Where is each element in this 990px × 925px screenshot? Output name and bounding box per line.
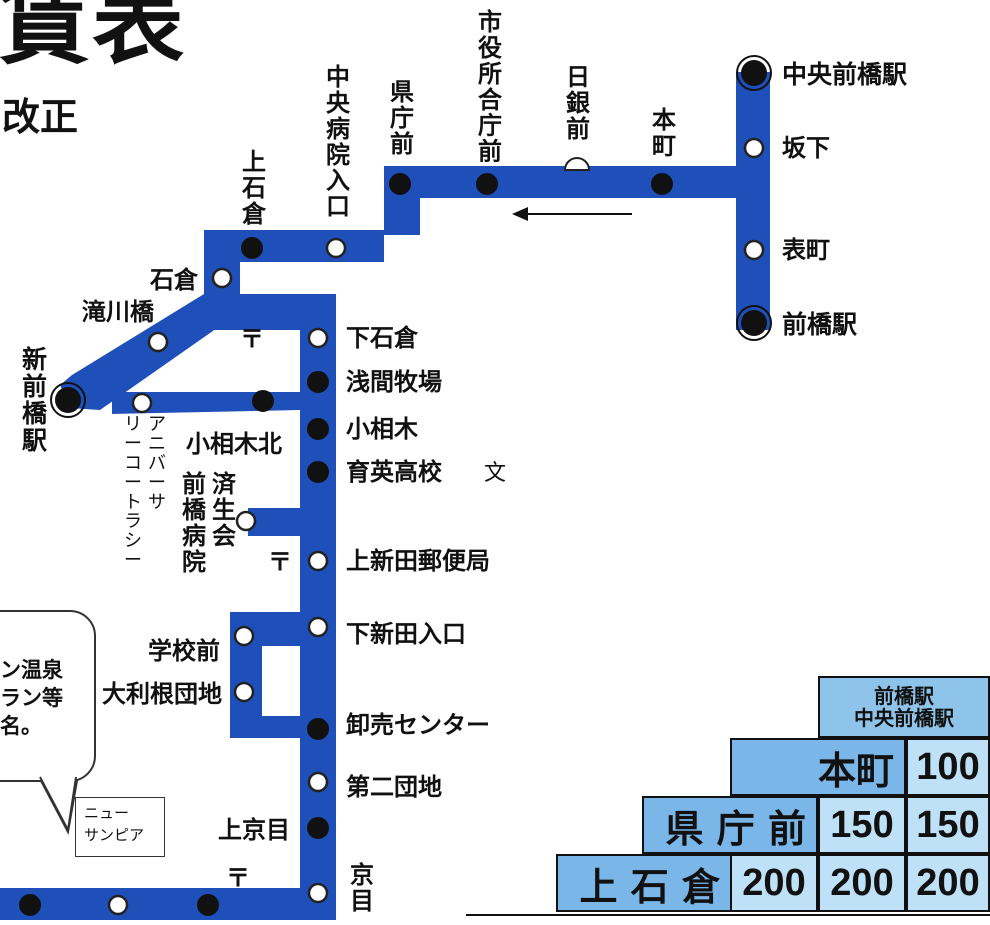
label-ikuei: 育英高校 [346,458,443,486]
label-koaiki: 小相木 [346,415,419,443]
note-box: ニュー サンピア [75,797,165,857]
school-icon: 文 [484,461,506,486]
stop-koaiki-kita [252,390,274,412]
label-annivers: アニバーサ リーコートラシー [124,414,166,571]
label-maebashi: 前橋駅 [782,310,857,339]
stop-kencho-mae [389,173,411,195]
label-shiyakusho-mae: 市役所合庁前 [478,8,503,166]
stop-bottom-3 [197,894,219,916]
callout-line-1: ン温泉 [0,658,63,682]
label-asama-makiba: 浅間牧場 [346,368,442,396]
stop-omotecho [743,239,765,261]
stop-koaiki [307,418,329,440]
fare-header-line-1: 前橋駅 [874,684,934,708]
terminal-chuo-maebashi: 中央前橋駅 [736,55,907,91]
post-office-icon-1: 〒 [240,325,264,353]
stop-nichigin-mae [563,157,591,171]
fare-header-line-2: 中央前橋駅 [854,706,954,730]
label-nichigin-mae: 日銀前 [566,63,590,143]
label-kyome: 京目 [350,861,374,915]
fare-value: 200 [818,854,906,912]
label-shin-maebashi: 新前橋駅 [22,345,48,455]
fare-value: 200 [730,854,818,912]
fare-value: 100 [906,738,990,796]
stop-kami-ishikura [241,237,263,259]
direction-arrow [512,207,632,221]
terminal-shin-maebashi [50,382,86,418]
stop-shimo-ishikura [307,327,329,349]
label-ishikura: 石倉 [149,266,199,294]
stop-bottom-2 [107,894,129,916]
terminal-maebashi: 前橋駅 [736,305,857,341]
callout-line-2: ラン等 [0,686,63,710]
label-chuo-maebashi: 中央前橋駅 [782,60,907,89]
label-honmachi: 本町 [652,106,676,160]
label-daini-danchi: 第二団地 [346,773,442,801]
stop-oroshiuri [307,718,329,740]
label-oroshiuri: 卸売センター [346,711,490,739]
stop-ishikura [211,267,233,289]
stop-shiyakusho-mae [476,173,498,195]
fare-stop-kencho-mae: 県 庁 前 [642,796,818,854]
stop-kyome [307,882,329,904]
stop-saiseikai [235,510,257,532]
page-title: 賃表 [0,0,187,77]
label-kencho-mae: 県庁前 [390,78,414,158]
label-annivers-a: アニバーサ [148,414,166,513]
stop-otone-danchi [233,681,255,703]
stop-sakashita [743,137,765,159]
stop-ikuei [307,461,329,483]
stop-kami-shinden [307,550,329,572]
stop-takigawa-bashi [147,331,169,353]
fare-value: 150 [906,796,990,854]
fare-header: 前橋駅 中央前橋駅 [818,676,990,738]
label-annivers-b: リーコートラシー [124,414,142,571]
callout-text: ン温泉 ラン等 名。 [0,656,90,740]
stop-annivers [131,392,153,414]
fare-table-bottom-rule [466,914,990,925]
stop-bottom-1 [19,894,41,916]
callout-bubble [0,610,96,782]
page-subtitle: 改正 [2,95,79,139]
stop-shimo-shinden [307,616,329,638]
stop-honmachi [651,173,673,195]
fare-value: 150 [818,796,906,854]
label-saiseikai: 済生会 前橋病院 [182,470,237,576]
stop-kami-kyome [307,817,329,839]
note-line-1: ニュー [84,804,130,822]
vlabel-honmachi: 本町 [652,106,676,160]
label-saiseikai-a: 済生会 [212,470,237,550]
label-kami-kyome: 上京目 [218,816,290,844]
post-office-icon-2: 〒 [268,548,292,576]
stop-gakko-mae [233,625,255,647]
stop-chuo-byoin [325,237,347,259]
stop-asama-makiba [307,371,329,393]
label-shimo-shinden: 下新田入口 [346,620,466,648]
stop-daini-danchi [307,771,329,793]
label-takigawa-bashi: 滝川橋 [82,298,155,326]
label-shimo-ishikura: 下石倉 [346,324,419,352]
label-chuo-byoin: 中央病院入口 [326,63,351,221]
label-gakko-mae: 学校前 [148,637,220,665]
note-line-2: サンピア [84,826,145,844]
fare-stop-kami-ishikura: 上 石 倉 [556,854,732,912]
fare-stop-honmachi: 本町 [730,738,906,796]
label-kami-ishikura: 上石倉 [241,148,267,228]
label-kami-shinden: 上新田郵便局 [346,547,490,575]
fare-value: 200 [906,854,990,912]
label-koaiki-kita: 小相木北 [186,430,282,458]
label-sakashita: 坂下 [782,134,830,162]
label-saiseikai-b: 前橋病院 [182,470,207,576]
callout-line-3: 名。 [0,714,42,738]
label-otone-danchi: 大利根団地 [102,680,222,708]
route-line [0,72,770,920]
post-office-icon-3: 〒 [226,864,250,892]
label-omotecho: 表町 [782,236,830,264]
